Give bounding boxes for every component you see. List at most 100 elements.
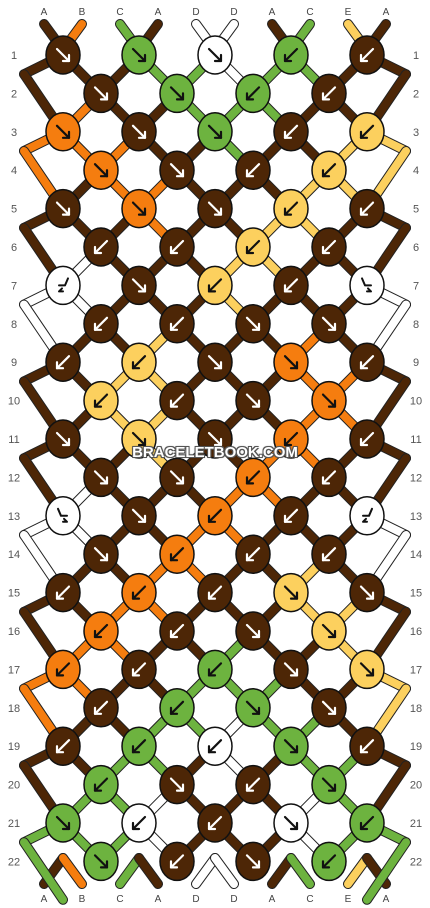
- thread-segment: [211, 854, 238, 888]
- row-number-right: 18: [410, 703, 422, 715]
- string-label-top: D: [230, 7, 237, 18]
- arrow-down-left-icon: [207, 662, 223, 677]
- arrow-down-right-icon: [93, 854, 109, 869]
- arrow-down-left-icon: [169, 700, 185, 715]
- arrow-down-left-icon: [245, 163, 261, 178]
- row-number-right: 14: [410, 549, 422, 561]
- row-number-right: 12: [410, 472, 422, 484]
- row-number-left: 14: [8, 549, 20, 561]
- thread-segment: [59, 854, 86, 888]
- row-number-left: 6: [11, 242, 17, 254]
- arrow-down-left-icon: [359, 201, 375, 216]
- arrow-down-right-icon: [283, 815, 299, 831]
- arrow-down-right-icon: [55, 815, 71, 831]
- arrow-down-left-icon: [283, 431, 299, 447]
- string-label-top: B: [79, 7, 86, 18]
- arrow-down-left-icon: [93, 239, 109, 255]
- string-label-bottom: D: [230, 894, 237, 905]
- arrow-down-left-icon: [321, 239, 337, 255]
- string-label-bottom: A: [155, 894, 162, 905]
- string-label-bottom: D: [192, 894, 199, 905]
- arrow-down-right-icon: [207, 124, 223, 139]
- arrow-down-right-icon: [245, 316, 261, 331]
- arrow-down-left-icon: [131, 355, 147, 370]
- row-number-right: 4: [413, 165, 419, 177]
- row-number-left: 18: [8, 703, 20, 715]
- row-number-left: 8: [11, 319, 17, 331]
- arrow-down-left-icon: [93, 700, 109, 715]
- arrow-down-left-icon: [55, 585, 71, 600]
- arrow-down-left-icon: [169, 393, 185, 408]
- row-number-left: 12: [8, 472, 20, 484]
- string-label-bottom: A: [41, 894, 48, 905]
- thread-segment: [116, 854, 143, 888]
- row-number-right: 19: [410, 741, 422, 753]
- arrow-down-right-icon: [131, 201, 147, 216]
- arrow-down-left-icon: [55, 739, 71, 754]
- arrow-down-left-icon: [321, 547, 337, 562]
- string-label-top: A: [269, 7, 276, 18]
- arrow-down-left-icon: [131, 815, 147, 831]
- thread-segment: [192, 854, 219, 888]
- row-number-right: 22: [410, 856, 422, 868]
- arrow-down-left-icon: [169, 316, 185, 331]
- arrow-down-left-icon: [283, 201, 299, 216]
- arrow-down-right-icon: [283, 739, 299, 754]
- row-number-right: 10: [410, 396, 422, 408]
- arrow-down-right-icon: [207, 355, 223, 370]
- row-number-left: 9: [11, 357, 17, 369]
- arrow-down-right-icon: [321, 700, 337, 715]
- arrow-down-left-icon: [131, 739, 147, 754]
- row-number-left: 7: [11, 280, 17, 292]
- arrow-down-left-icon: [93, 623, 109, 639]
- arrow-down-right-icon: [55, 431, 71, 447]
- arrow-down-right-icon: [131, 431, 147, 447]
- row-number-right: 15: [410, 588, 422, 600]
- row-number-left: 1: [11, 50, 17, 62]
- arrow-down-right-icon: [359, 585, 375, 600]
- row-number-left: 16: [8, 626, 20, 638]
- arrow-down-left-icon: [207, 585, 223, 600]
- row-number-left: 5: [11, 204, 17, 216]
- arrow-down-left-icon: [321, 470, 337, 485]
- arrow-down-left-icon: [245, 470, 261, 485]
- row-number-right: 8: [413, 319, 419, 331]
- arrow-down-left-icon: [359, 739, 375, 754]
- arrow-down-left-icon: [321, 163, 337, 178]
- arrow-down-left-icon: [131, 662, 147, 677]
- string-label-bottom: B: [79, 894, 86, 905]
- arrow-down-left-icon: [207, 815, 223, 831]
- row-number-right: 20: [410, 780, 422, 792]
- arrow-down-left-icon: [245, 239, 261, 255]
- arrow-down-left-icon: [359, 431, 375, 447]
- string-label-top: C: [306, 7, 313, 18]
- arrow-down-right-icon: [131, 278, 147, 293]
- arrow-down-right-icon: [245, 700, 261, 715]
- thread-segment: [268, 854, 295, 888]
- arrow-down-left-icon: [93, 316, 109, 331]
- arrow-down-left-icon: [245, 86, 261, 101]
- arrow-down-left-icon: [359, 124, 375, 139]
- row-number-left: 15: [8, 588, 20, 600]
- row-number-right: 3: [413, 127, 419, 139]
- arrow-down-left-icon: [321, 854, 337, 869]
- arrow-down-right-icon: [169, 777, 185, 792]
- arrow-down-right-icon: [169, 163, 185, 178]
- row-number-right: 9: [413, 357, 419, 369]
- row-number-left: 2: [11, 88, 17, 100]
- arrow-down-right-icon: [93, 163, 109, 178]
- arrow-down-left-icon: [131, 585, 147, 600]
- arrow-down-left-icon: [359, 47, 375, 63]
- arrow-down-right-icon: [169, 86, 185, 101]
- arrow-down-right-icon: [359, 662, 375, 677]
- arrow-down-left-icon: [55, 355, 71, 370]
- arrow-down-right-icon: [245, 623, 261, 639]
- row-number-right: 16: [410, 626, 422, 638]
- arrow-down-left-icon: [207, 508, 223, 523]
- arrow-down-right-icon: [93, 86, 109, 101]
- arrow-down-right-icon: [55, 124, 71, 139]
- thread-segment: [344, 854, 371, 888]
- arrow-down-left-icon: [283, 278, 299, 293]
